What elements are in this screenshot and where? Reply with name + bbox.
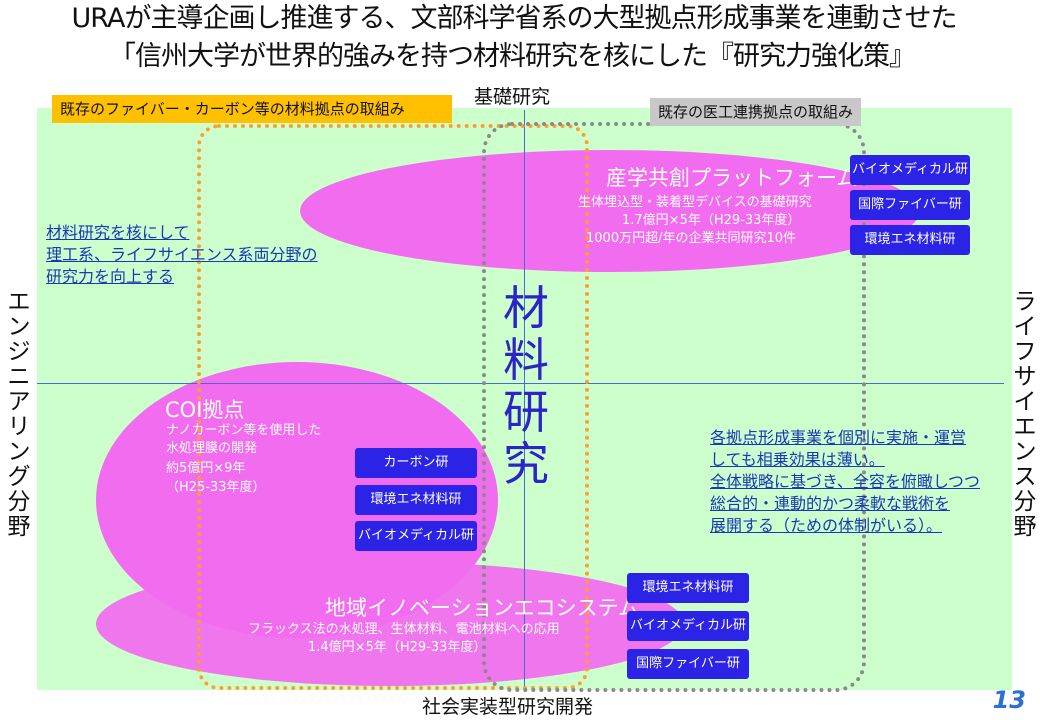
regional-line-2: 1.4億円×5年（H29-33年度） — [308, 640, 487, 655]
axis-label-bottom: 社会実装型研究開発 — [422, 696, 594, 718]
note-left-line-1: 材料研究を核にして — [46, 223, 190, 242]
note-left-line-3: 研究力を向上する — [46, 267, 175, 286]
coi-line-1: ナノカーボン等を使用した — [166, 423, 322, 438]
note-right-line-3: 全体戦略に基づき、全容を俯瞰しつつ — [710, 472, 980, 491]
medical-hub-tag: 既存の医工連携拠点の取組み — [650, 98, 862, 126]
coi-btn-carbon[interactable]: カーボン研 — [355, 448, 477, 478]
regional-btn-energy[interactable]: 環境エネ材料研 — [627, 573, 749, 603]
platform-ellipse — [300, 150, 920, 272]
regional-line-1: フラックス法の水処理、生体材料、電池材料への応用 — [248, 622, 560, 637]
platform-line-1: 生体埋込型・装着型デバイスの基礎研究 — [578, 195, 812, 210]
coi-btn-biomedical[interactable]: バイオメディカル研 — [355, 521, 477, 551]
note-left-line-2: 理工系、ライフサイエンス系両分野の — [46, 245, 318, 264]
note-right-line-4: 総合的・連動的かつ柔軟な戦術を — [710, 494, 951, 513]
platform-line-3: 1000万円超/年の企業共同研究10件 — [586, 231, 797, 246]
slide-title-line2: 「信州大学が世界的強みを持つ材料研究を核にした『研究力強化策』 — [109, 41, 916, 72]
platform-btn-energy[interactable]: 環境エネ材料研 — [850, 225, 970, 255]
material-hub-tag: 既存のファイバー・カーボン等の材料拠点の取組み — [52, 95, 452, 123]
vertical-axis — [524, 110, 525, 692]
slide-title-line1: URAが主導企画し推進する、文部科学省系の大型拠点形成事業を連動させた — [71, 3, 958, 34]
note-right-line-2: しても相乗効果は薄い。 — [710, 450, 885, 469]
regional-btn-fiber[interactable]: 国際ファイバー研 — [627, 649, 749, 679]
platform-title: 産学共創プラットフォーム — [606, 166, 858, 190]
note-right-line-5: 展開する（ための体制がいる）。 — [710, 516, 943, 535]
coi-line-2: 水処理膜の開発 — [166, 441, 258, 456]
coi-btn-energy[interactable]: 環境エネ材料研 — [355, 485, 477, 515]
axis-label-right: ライフサイエンス分野 — [1013, 289, 1037, 540]
platform-btn-fiber[interactable]: 国際ファイバー研 — [850, 190, 970, 220]
coi-line-4: （H25-33年度） — [166, 480, 266, 495]
note-right-line-1: 各拠点形成事業を個別に実施・運営 — [710, 428, 967, 447]
regional-btn-biomedical[interactable]: バイオメディカル研 — [627, 611, 749, 641]
regional-title: 地域イノベーションエコシステム — [325, 596, 639, 620]
material-hub-dotted-frame — [197, 124, 589, 690]
page-number: 13 — [992, 686, 1026, 714]
axis-label-left: エンジニアリング分野 — [7, 289, 31, 540]
coi-line-3: 約5億円×9年 — [166, 461, 246, 476]
platform-line-2: 1.7億円×5年（H29-33年度） — [622, 213, 801, 228]
axis-label-top: 基礎研究 — [474, 86, 551, 108]
coi-title: COI拠点 — [165, 398, 245, 422]
platform-btn-biomedical[interactable]: バイオメディカル研 — [850, 155, 970, 185]
horizontal-axis — [37, 383, 1004, 384]
center-label: 材料研究 — [503, 281, 549, 491]
